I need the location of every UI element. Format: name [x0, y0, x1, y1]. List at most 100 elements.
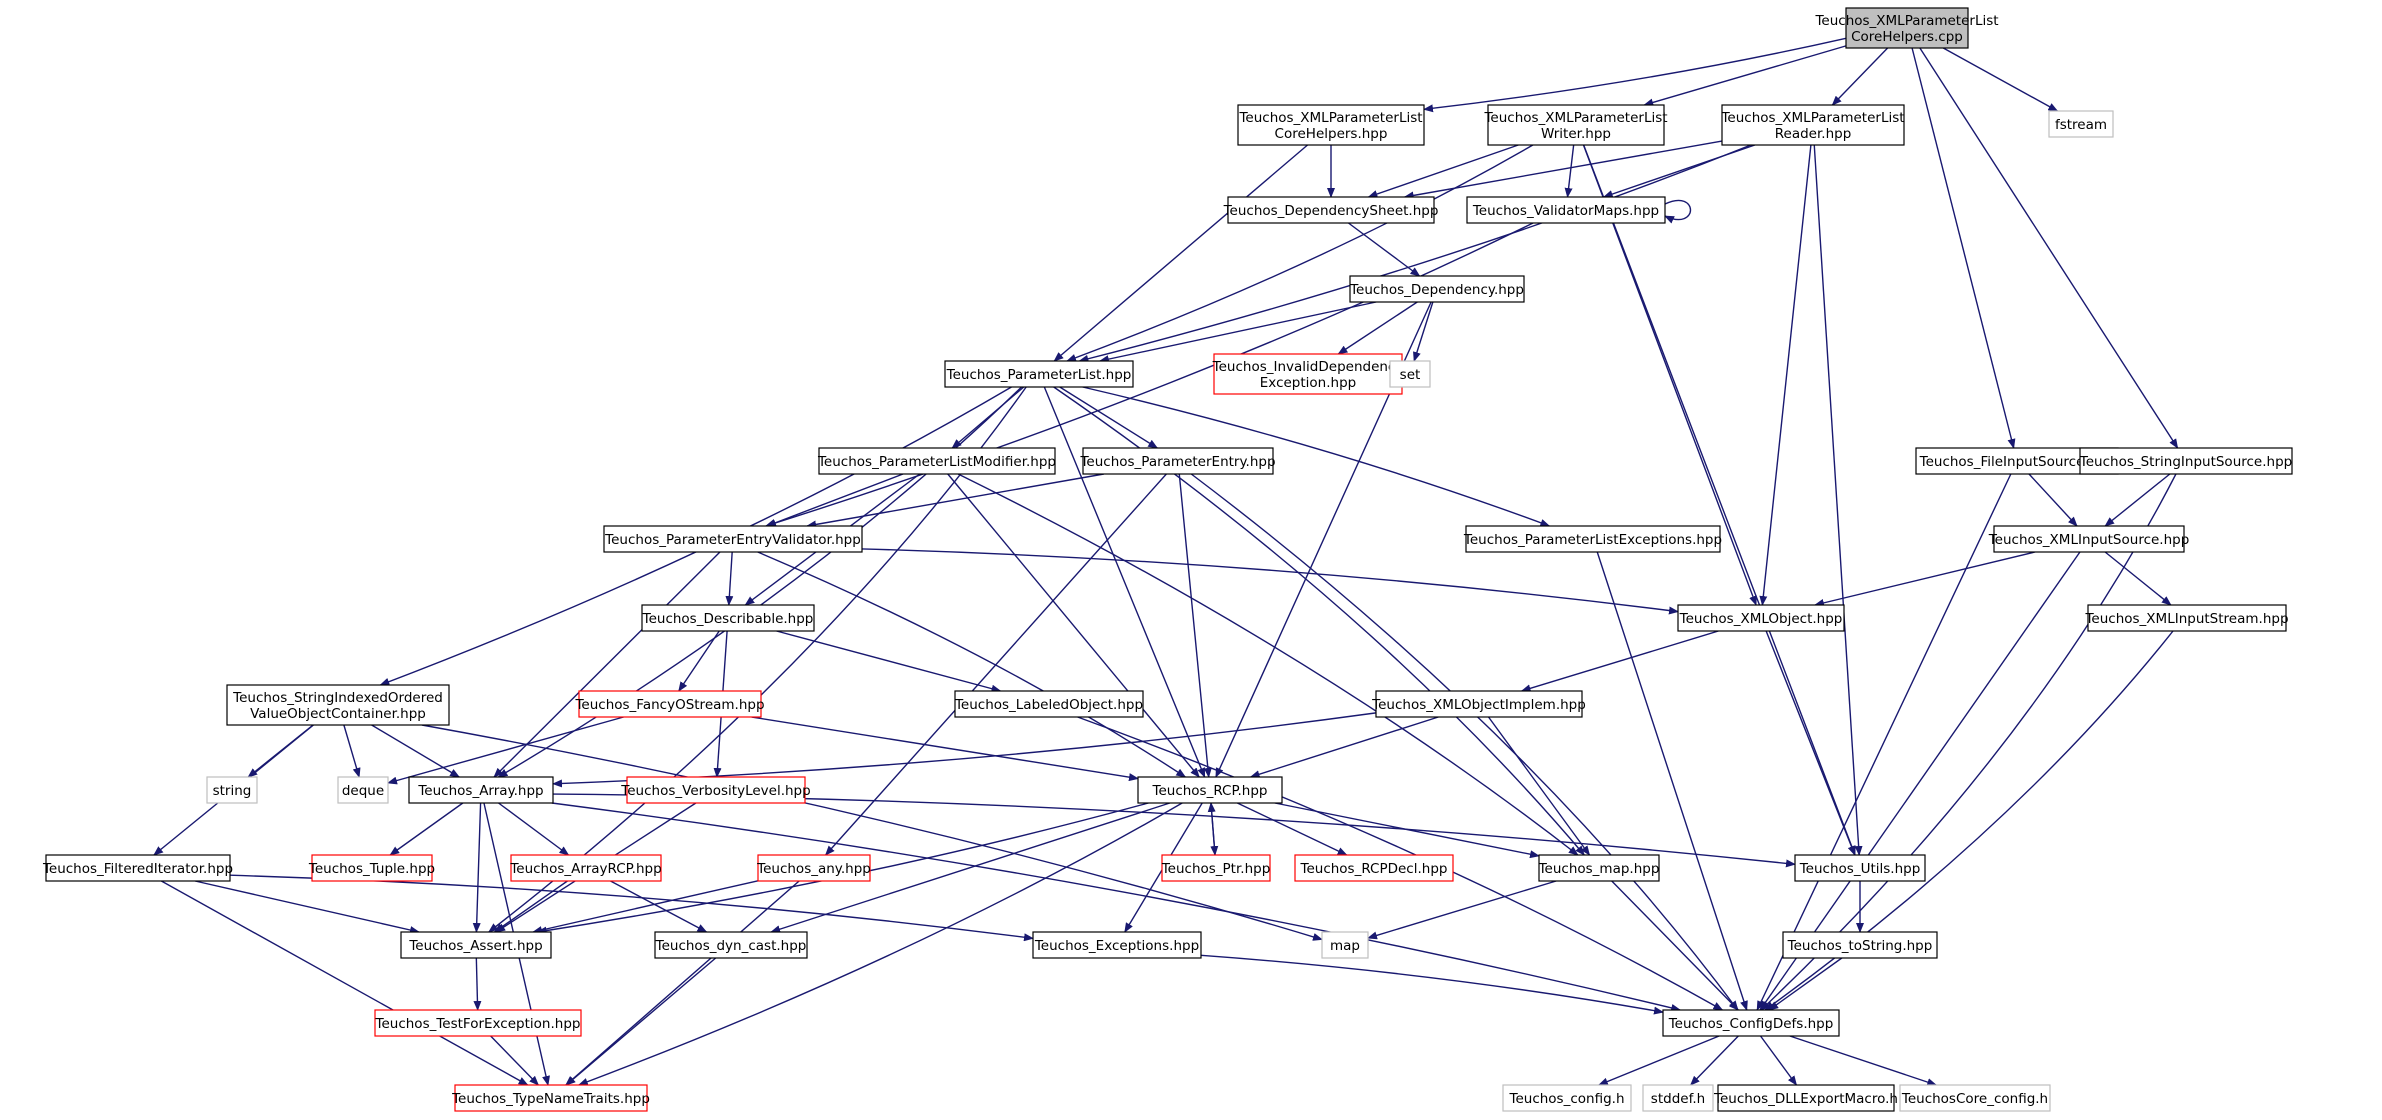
node-label: Teuchos_Utils.hpp: [1799, 861, 1921, 877]
node-box: [226, 684, 450, 726]
node-describable[interactable]: Teuchos_Describable.hpp: [641, 604, 815, 632]
edge-pevalidator-to-xmlobject: [861, 548, 1679, 615]
node-sioc[interactable]: Teuchos_StringIndexedOrderedValueObjectC…: [226, 684, 450, 726]
edge-array-to-arrayrcp: [498, 802, 570, 856]
node-box: [2087, 604, 2287, 632]
node-rcp[interactable]: Teuchos_RCP.hpp: [1137, 776, 1283, 804]
node-dependency[interactable]: Teuchos_Dependency.hpp: [1349, 275, 1525, 303]
node-pevalidator[interactable]: Teuchos_ParameterEntryValidator.hpp: [603, 525, 863, 553]
node-stringinput[interactable]: Teuchos_StringInputSource.hpp: [2079, 447, 2293, 475]
node-ptr[interactable]: Teuchos_Ptr.hpp: [1161, 854, 1271, 882]
node-box: [1465, 525, 1721, 553]
node-assert[interactable]: Teuchos_Assert.hpp: [400, 931, 552, 959]
node-label: Teuchos_Assert.hpp: [408, 938, 542, 954]
node-arrayrcp[interactable]: Teuchos_ArrayRCP.hpp: [509, 854, 662, 882]
edge-rcp-to-map_hpp: [1274, 802, 1540, 859]
node-box: [454, 1084, 648, 1112]
node-map_hpp[interactable]: Teuchos_map.hpp: [1538, 854, 1660, 882]
node-label: Teuchos_VerbosityLevel.hpp: [620, 783, 810, 799]
node-plmodifier[interactable]: Teuchos_ParameterListModifier.hpp: [817, 447, 1056, 475]
edge-writer-to-utils: [1582, 144, 1856, 856]
node-box: [1213, 353, 1403, 395]
node-labeled[interactable]: Teuchos_LabeledObject.hpp: [954, 690, 1144, 718]
edge-root-to-writer: [1643, 45, 1847, 107]
edge-xmlinput-to-xmlinstream: [2104, 551, 2172, 606]
node-box: [1375, 690, 1583, 718]
node-depsheet[interactable]: Teuchos_DependencySheet.hpp: [1223, 196, 1439, 224]
node-any[interactable]: Teuchos_any.hpp: [756, 854, 871, 882]
node-label: stddef.h: [1651, 1091, 1705, 1107]
node-box: [626, 776, 806, 804]
node-box: [1899, 1084, 2051, 1112]
edge-map_hpp-to-configdefs: [1611, 880, 1739, 1011]
node-paramentry[interactable]: Teuchos_ParameterEntry.hpp: [1079, 447, 1276, 475]
edge-pevalidator-to-describable: [725, 551, 734, 606]
edge-paramlist-to-array: [497, 386, 1023, 778]
node-configdefs[interactable]: Teuchos_ConfigDefs.hpp: [1662, 1009, 1840, 1037]
node-dyncast[interactable]: Teuchos_dyn_cast.hpp: [654, 931, 808, 959]
node-label: ValueObjectContainer.hpp: [250, 706, 426, 722]
node-box: [1642, 1084, 1714, 1112]
node-label: Teuchos_XMLParameterList: [1720, 110, 1904, 126]
node-label: Teuchos_dyn_cast.hpp: [655, 938, 807, 954]
node-typename[interactable]: Teuchos_TypeNameTraits.hpp: [451, 1084, 650, 1112]
node-rcpdecl[interactable]: Teuchos_RCPDecl.hpp: [1294, 854, 1454, 882]
edge-writer-to-paramlist: [1066, 144, 1534, 362]
node-xmlobjimpl[interactable]: Teuchos_XMLObjectImplem.hpp: [1371, 690, 1586, 718]
node-valmaps[interactable]: Teuchos_ValidatorMaps.hpp: [1466, 196, 1666, 224]
node-box: [45, 854, 231, 882]
edge-reader-to-xmlobject: [1759, 144, 1812, 606]
edge-paramentry-to-rcp: [1178, 473, 1212, 778]
node-box: [1137, 776, 1283, 804]
node-xmlobject[interactable]: Teuchos_XMLObject.hpp: [1677, 604, 1845, 632]
node-tuple[interactable]: Teuchos_Tuple.hpp: [308, 854, 435, 882]
edge-dependency-to-invaliddep: [1337, 301, 1418, 355]
node-string: string: [206, 776, 258, 804]
node-box: [1032, 931, 1202, 959]
node-label: Teuchos_XMLParameterList: [1814, 13, 1998, 29]
node-verbosity[interactable]: Teuchos_VerbosityLevel.hpp: [620, 776, 811, 804]
edges-layer: [153, 37, 2179, 1086]
node-exceptions[interactable]: Teuchos_Exceptions.hpp: [1032, 931, 1202, 959]
node-label: Teuchos_XMLParameterList: [1483, 110, 1667, 126]
node-filtered[interactable]: Teuchos_FilteredIterator.hpp: [42, 854, 233, 882]
node-array[interactable]: Teuchos_Array.hpp: [408, 776, 554, 804]
edge-dependency-to-set: [1413, 301, 1434, 362]
node-label: Teuchos_DLLExportMacro.h: [1713, 1091, 1898, 1107]
edge-pevalidator-to-rcp: [757, 551, 1187, 778]
edge-arrayrcp-to-dyncast: [610, 880, 708, 933]
node-box: [206, 776, 258, 804]
node-label: Teuchos_Describable.hpp: [642, 611, 814, 627]
node-label: set: [1400, 367, 1421, 383]
node-paramlist[interactable]: Teuchos_ParameterList.hpp: [944, 360, 1134, 388]
node-label: Teuchos_XMLParameterList: [1238, 110, 1422, 126]
node-fancy[interactable]: Teuchos_FancyOStream.hpp: [574, 690, 765, 718]
edge-root-to-reader: [1831, 47, 1889, 106]
node-tostring[interactable]: Teuchos_toString.hpp: [1782, 931, 1938, 959]
nodes-layer: Teuchos_XMLParameterListCoreHelpers.cppT…: [42, 7, 2293, 1112]
node-dllexport[interactable]: Teuchos_DLLExportMacro.h: [1713, 1084, 1898, 1112]
node-xmlinstream[interactable]: Teuchos_XMLInputStream.hpp: [2084, 604, 2289, 632]
node-set: set: [1389, 360, 1431, 388]
edge-stringinput-to-configdefs: [1760, 473, 2177, 1011]
node-testforexc[interactable]: Teuchos_TestForException.hpp: [374, 1009, 582, 1037]
edge-any-to-assert: [532, 880, 759, 934]
node-label: Teuchos_toString.hpp: [1787, 938, 1933, 954]
edge-rcp-to-rcpdecl: [1237, 802, 1348, 856]
edge-describable-to-labeled: [776, 630, 1002, 693]
node-utils[interactable]: Teuchos_Utils.hpp: [1794, 854, 1926, 882]
node-config_h: Teuchos_config.h: [1502, 1084, 1632, 1112]
node-label: Teuchos_XMLObjectImplem.hpp: [1371, 697, 1586, 713]
node-box: [1161, 854, 1271, 882]
node-plexceptions[interactable]: Teuchos_ParameterListExceptions.hpp: [1463, 525, 1722, 553]
edge-configdefs-to-config_h: [1597, 1035, 1720, 1086]
node-label: Teuchos_ParameterListModifier.hpp: [817, 454, 1056, 470]
edge-any-to-typename: [565, 880, 800, 1086]
edge-describable-to-fancy: [678, 630, 720, 692]
node-xmlinput[interactable]: Teuchos_XMLInputSource.hpp: [1988, 525, 2190, 553]
